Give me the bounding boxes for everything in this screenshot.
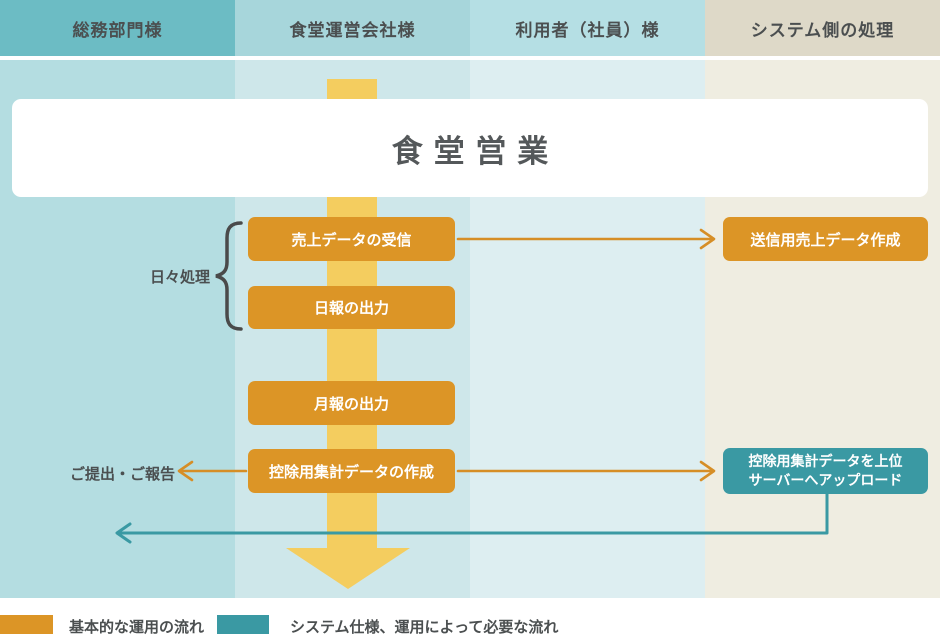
system-box-deduction-upload: 控除用集計データを上位 サーバーへアップロード — [723, 448, 928, 494]
process-box-label: 日報の出力 — [313, 300, 389, 317]
legend-label-basic-flow: 基本的な運用の流れ — [69, 619, 205, 636]
process-box-label: 月報の出力 — [313, 395, 389, 413]
process-box-label: 送信用売上データ作成 — [750, 231, 901, 249]
lane-header-soumu: 総務部門様 — [0, 0, 235, 56]
submit-report-label: ご提出・ご報告 — [70, 466, 176, 483]
timeline-down-arrow-head-icon — [286, 548, 410, 589]
stage-title: 食堂営業 — [391, 133, 560, 169]
process-box-monthly-report: 月報の出力 — [248, 381, 455, 425]
process-box-sales-receive: 売上データの受信 — [248, 217, 455, 261]
legend-swatch-system-flow — [217, 615, 269, 634]
legend-label-system-flow: システム仕様、運用によって必要な流れ — [290, 619, 559, 636]
process-box-label: 控除用集計データの作成 — [268, 463, 434, 481]
process-box-daily-report: 日報の出力 — [248, 286, 455, 329]
lane-header-label: 利用者（社員）様 — [515, 20, 660, 40]
lane-header-label: システム側の処理 — [750, 20, 895, 40]
lane-header-label: 総務部門様 — [72, 20, 163, 40]
system-box-label-line2: サーバーへアップロード — [748, 472, 903, 488]
lane-header-system: システム側の処理 — [705, 0, 940, 56]
process-box-send-sales-create: 送信用売上データ作成 — [723, 217, 928, 261]
process-box-deduction-create: 控除用集計データの作成 — [248, 449, 455, 493]
system-box-label: 控除用集計データを上位 サーバーへアップロード — [749, 452, 903, 490]
daily-group-label: 日々処理 — [149, 269, 210, 286]
process-box-label: 売上データの受信 — [291, 231, 412, 249]
stage-banner: 食堂営業 — [12, 99, 928, 197]
legend-swatch-basic-flow — [0, 615, 53, 634]
system-box-label-line1: 控除用集計データを上位 — [748, 453, 903, 469]
lane-header-shokudo-unei: 食堂運営会社様 — [235, 0, 470, 56]
lane-header-label: 食堂運営会社様 — [289, 20, 416, 40]
lane-header-riyousha: 利用者（社員）様 — [470, 0, 705, 56]
